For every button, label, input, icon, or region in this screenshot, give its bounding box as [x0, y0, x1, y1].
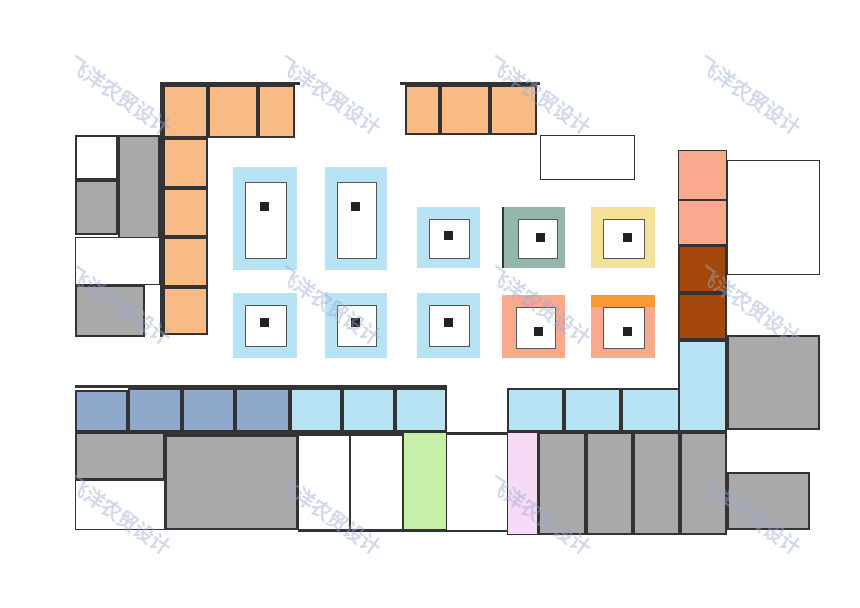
service-room: [586, 432, 633, 535]
shop: [405, 85, 440, 135]
office: [540, 135, 635, 180]
service-room: [727, 335, 820, 430]
shop: [235, 388, 290, 432]
shop: [163, 188, 208, 237]
watermark-logo: 飞洋农贸设计: [693, 51, 806, 140]
stall-island: [591, 295, 655, 358]
stall-island: [233, 293, 297, 358]
service-room: [165, 435, 298, 530]
shop: [182, 388, 235, 432]
room: [403, 432, 447, 530]
shop: [163, 237, 208, 287]
service-room: [75, 285, 145, 337]
wall: [160, 82, 300, 85]
stall-island: [233, 167, 297, 270]
service-room: [633, 432, 680, 535]
shop: [128, 388, 182, 432]
shop: [621, 388, 680, 432]
stall-island: [417, 293, 480, 358]
shop: [75, 390, 128, 432]
service-room: [538, 432, 586, 535]
shop: [678, 150, 727, 200]
shop: [440, 85, 490, 135]
staircase: [298, 435, 350, 530]
stall-island: [591, 207, 655, 268]
shop: [564, 388, 621, 432]
room: [727, 160, 820, 275]
stall-island: [417, 207, 480, 268]
wall: [400, 82, 540, 85]
shop: [678, 200, 727, 245]
shop: [342, 388, 395, 432]
staircase: [75, 480, 165, 530]
wall: [160, 82, 163, 337]
stall-island: [325, 167, 387, 270]
staircase: [350, 435, 403, 530]
shop: [507, 388, 564, 432]
shop: [163, 287, 208, 335]
wall: [298, 530, 528, 532]
shop: [490, 85, 537, 135]
stall-island: [502, 295, 565, 358]
service-room: [680, 432, 727, 535]
shop: [678, 293, 727, 340]
shop: [163, 85, 208, 138]
shop: [290, 388, 342, 432]
room: [75, 135, 118, 180]
staircase: [75, 237, 160, 285]
stall-island: [502, 207, 565, 268]
shop: [678, 245, 727, 293]
room: [507, 432, 538, 535]
shop: [258, 85, 295, 138]
wall: [75, 385, 447, 388]
service-room: [727, 472, 810, 530]
service-room: [75, 180, 118, 235]
shop: [208, 85, 258, 138]
stall-island: [325, 293, 387, 358]
shop: [395, 388, 447, 432]
service-room: [75, 432, 165, 480]
shop: [163, 138, 208, 188]
wall: [75, 432, 727, 435]
shop: [678, 340, 727, 432]
